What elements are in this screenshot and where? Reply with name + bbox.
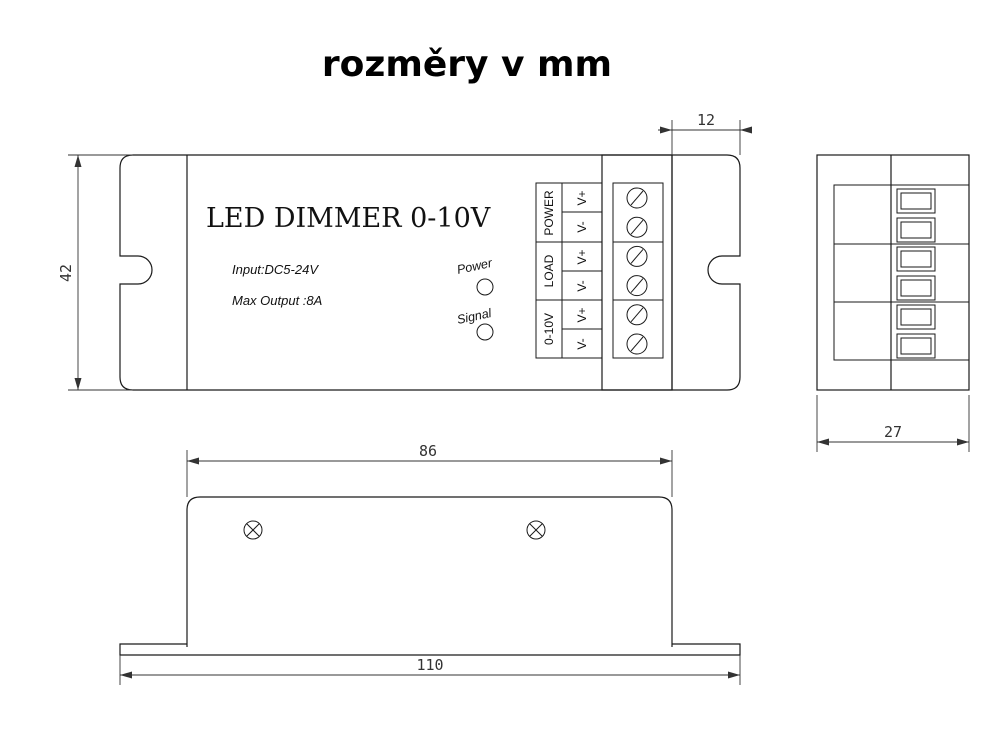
dimension-body-length-value: 86 (419, 442, 437, 460)
front-view-outline (186, 496, 673, 647)
terminal-socket (896, 217, 936, 243)
dimension-side-width-value: 27 (884, 423, 902, 441)
dimension-total-length-value: 110 (416, 656, 443, 674)
terminal-screw (626, 275, 648, 297)
mounting-screw-left (243, 520, 263, 540)
mounting-screw-right (526, 520, 546, 540)
terminal-pin: V- (575, 280, 589, 291)
power-lamp-label: Power (456, 256, 494, 277)
dimension-body-length: 86 (186, 442, 673, 497)
terminal-sockets (896, 188, 936, 359)
terminal-pin: V- (575, 338, 589, 349)
signal-lamp (476, 323, 494, 341)
terminal-pin: V- (575, 221, 589, 232)
terminal-screws (626, 187, 648, 355)
top-view: LED DIMMER 0-10V Input:DC5-24V Max Outpu… (119, 154, 741, 391)
input-spec: Input:DC5-24V (232, 262, 319, 277)
terminal-group-power: POWER (542, 190, 556, 236)
dimension-terminal-depth-value: 12 (697, 111, 715, 129)
terminal-screw (626, 245, 648, 267)
device-name: LED DIMMER 0-10V (206, 203, 491, 234)
output-spec: Max Output :8A (232, 293, 322, 308)
dimension-total-length: 110 (119, 655, 741, 685)
terminal-socket (896, 246, 936, 272)
terminal-labels: POWER LOAD 0-10V V+ V- V+ V- V+ V- (542, 190, 589, 350)
front-view (119, 496, 741, 656)
terminal-block (601, 154, 673, 391)
dimension-height: 42 (57, 154, 133, 391)
terminal-pin: V+ (575, 307, 589, 322)
top-view-outline (119, 154, 741, 391)
dimension-height-value: 42 (57, 264, 75, 282)
terminal-pin: V+ (575, 190, 589, 205)
terminal-socket (896, 333, 936, 359)
dimension-terminal-depth: 12 (658, 111, 752, 155)
terminal-screw (626, 333, 648, 355)
terminal-pin: V+ (575, 249, 589, 264)
power-lamp (476, 278, 494, 296)
side-view (816, 154, 970, 391)
front-view-flange (119, 643, 741, 656)
terminal-screw (626, 304, 648, 326)
terminal-screw (626, 216, 648, 238)
terminal-screw (626, 187, 648, 209)
terminal-group-load: LOAD (542, 254, 556, 287)
signal-lamp-label: Signal (456, 306, 494, 327)
terminal-socket (896, 275, 936, 301)
terminal-socket (896, 188, 936, 214)
terminal-group-0-10v: 0-10V (542, 313, 556, 345)
dimension-side-width: 27 (816, 395, 970, 452)
page-title: rozměry v mm (322, 44, 612, 85)
terminal-socket (896, 304, 936, 330)
